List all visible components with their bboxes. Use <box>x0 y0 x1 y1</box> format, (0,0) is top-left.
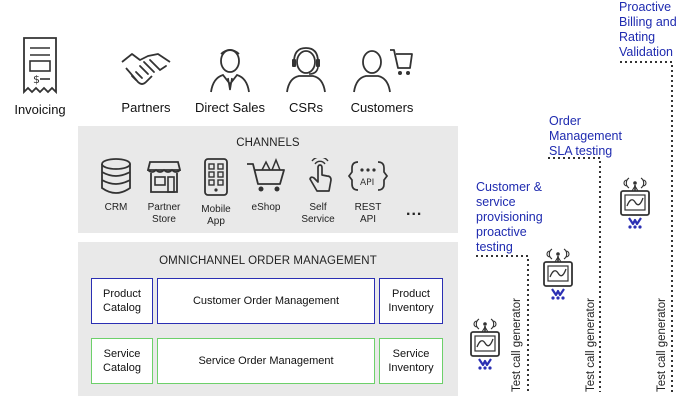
product-catalog-line1: Product <box>103 288 141 300</box>
headset-agent-icon <box>286 47 326 93</box>
persona-direct-sales: Direct Sales <box>192 44 268 115</box>
test-call-generator-device-1 <box>469 317 501 371</box>
database-icon <box>101 158 131 194</box>
product-inventory-line1: Product <box>392 288 430 300</box>
test-call-generator-label-2: Test call generator <box>585 298 597 392</box>
api-icon: API <box>348 161 388 191</box>
persona-invoicing: $ Invoicing <box>2 36 78 117</box>
persona-csrs: CSRs <box>268 44 344 115</box>
channel-label-2: API <box>359 214 377 225</box>
channel-eshop[interactable]: eShop <box>236 158 296 214</box>
persona-label: Customers <box>350 100 414 115</box>
touch-icon <box>309 158 332 192</box>
label-line: Billing and <box>619 15 677 29</box>
handshake-icon <box>121 53 171 85</box>
service-catalog-line1: Service <box>103 348 141 360</box>
test-call-generator-device-2 <box>542 247 574 301</box>
persona-label: CSRs <box>289 100 323 115</box>
customer-provisioning-label: Customer & service provisioning proactiv… <box>476 180 543 255</box>
invoice-icon: $ <box>23 37 57 95</box>
label-line: service <box>476 195 516 209</box>
shopping-cart-icon <box>247 158 285 192</box>
mobile-app-icon <box>204 158 228 196</box>
channel-label: eShop <box>251 202 281 213</box>
persona-label: Partners <box>121 100 171 115</box>
test-call-generator-label-1: Test call generator <box>511 298 523 392</box>
channel-label: Partner <box>147 202 181 213</box>
label-line: provisioning <box>476 210 543 224</box>
channels-more: ... <box>406 202 423 219</box>
label-line: SLA testing <box>549 144 613 158</box>
channels-title: CHANNELS <box>236 137 300 149</box>
service-order-management-label: Service Order Management <box>198 355 334 367</box>
product-inventory-line2: Inventory <box>388 302 434 314</box>
api-icon-text: API <box>360 178 374 188</box>
label-line: Customer & <box>476 180 542 194</box>
storefront-icon <box>147 161 181 193</box>
persona-label: Invoicing <box>14 102 66 117</box>
order-sla-label: Order Management SLA testing <box>549 114 622 159</box>
label-line: proactive <box>476 225 527 239</box>
product-catalog-line2: Catalog <box>103 302 141 314</box>
label-line: Validation <box>619 45 673 59</box>
channel-crm[interactable]: CRM <box>86 158 146 214</box>
customer-order-management-label: Customer Order Management <box>192 295 340 307</box>
channel-label: REST <box>354 202 382 213</box>
service-catalog-line2: Catalog <box>103 362 141 374</box>
channels-panel: CHANNELS <box>78 126 458 233</box>
service-order-management-box[interactable]: Service Order Management <box>157 338 375 384</box>
sales-person-icon <box>210 49 250 93</box>
channel-label: Self <box>309 202 327 213</box>
label-line: Order <box>549 114 581 128</box>
test-call-generator-device-3 <box>619 176 651 230</box>
label-line: Rating <box>619 30 656 44</box>
sla-step-outline <box>548 157 601 392</box>
customer-order-management-box[interactable]: Customer Order Management <box>157 278 375 324</box>
billing-rating-label: Proactive Billing and Rating Validation <box>619 0 677 60</box>
persona-customers: Customers <box>344 44 420 115</box>
provisioning-step-outline <box>476 255 529 392</box>
channel-label-2: App <box>207 216 225 227</box>
channel-label-2: Service <box>301 214 335 225</box>
billing-step-outline <box>620 61 673 392</box>
label-line: testing <box>476 240 513 254</box>
channel-label-2: Store <box>152 214 176 225</box>
channel-label: Mobile <box>201 204 231 215</box>
service-inventory-line2: Inventory <box>388 362 434 374</box>
label-line: Management <box>549 129 622 143</box>
persona-partners: Partners <box>108 46 184 115</box>
channel-label: CRM <box>104 202 128 213</box>
customer-cart-icon <box>353 49 413 93</box>
persona-label: Direct Sales <box>194 100 266 115</box>
test-call-generator-label-3: Test call generator <box>656 298 668 392</box>
order-management-title: OMNICHANNEL ORDER MANAGEMENT <box>159 255 377 267</box>
service-inventory-line1: Service <box>392 348 430 360</box>
label-line: Proactive <box>619 0 672 14</box>
svg-text:$: $ <box>33 73 40 86</box>
